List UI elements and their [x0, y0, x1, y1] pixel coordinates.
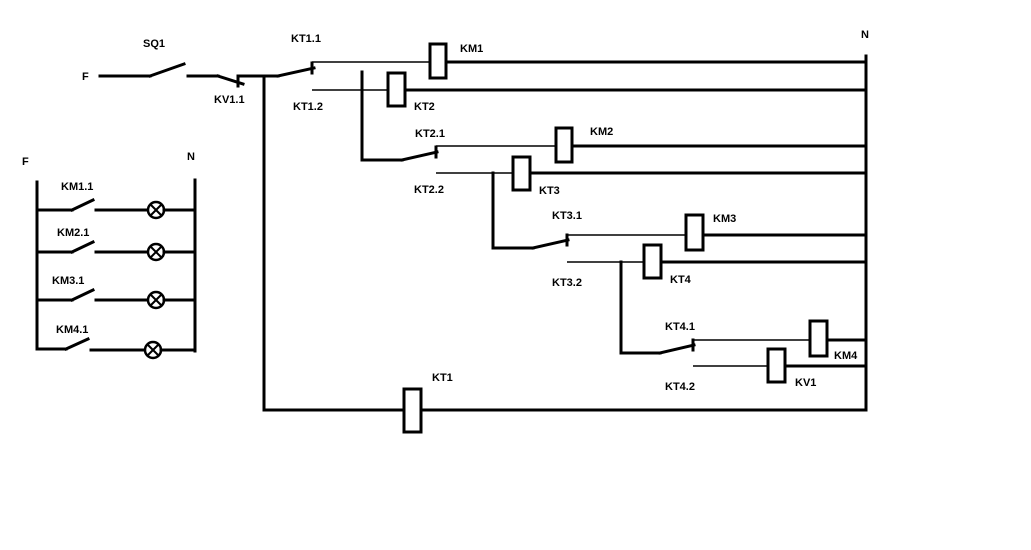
km2-label: KM2	[590, 126, 613, 138]
kt3-label: KT3	[539, 185, 560, 197]
kt3-1-label: KT3.1	[552, 210, 582, 222]
kt4-2-label: KT4.2	[665, 381, 695, 393]
kv1-label: KV1	[795, 377, 816, 389]
phase-label-main: F	[82, 71, 89, 83]
kt1-2-label: KT1.2	[293, 101, 323, 113]
sq1-switch-blade	[148, 62, 186, 78]
km4-label: KM4	[834, 350, 858, 362]
lamp3-icon	[146, 290, 166, 310]
phase-label-lamps: F	[22, 156, 29, 168]
kt4-label: KT4	[670, 274, 692, 286]
km3-1-label: KM3.1	[52, 275, 84, 287]
km4-1-label: KM4.1	[56, 324, 88, 336]
kt1-1-switch-blade	[276, 66, 316, 78]
km3-coil	[684, 213, 705, 252]
kt4-1-switch-blade	[658, 343, 696, 355]
km2-1-contact-blade	[70, 240, 95, 254]
km3-1-contact-blade	[70, 288, 95, 302]
kt1-1-label: KT1.1	[291, 33, 321, 45]
kt2-coil	[386, 71, 407, 108]
kt2-1-label: KT2.1	[415, 128, 445, 140]
kt3-1-switch-blade	[531, 238, 570, 250]
kt3-2-label: KT3.2	[552, 277, 582, 289]
kt1-label: KT1	[432, 372, 453, 384]
km4-1-contact-blade	[64, 337, 90, 351]
kt1-coil	[402, 387, 423, 434]
kt2-1-switch-blade	[400, 150, 439, 162]
neutral-label-main: N	[861, 29, 869, 41]
km1-1-label: KM1.1	[61, 181, 93, 193]
lamp4-icon	[143, 340, 163, 360]
kv1-coil	[766, 347, 787, 384]
kt3-coil	[511, 155, 532, 192]
km3-label: KM3	[713, 213, 736, 225]
kt2-2-label: KT2.2	[414, 184, 444, 196]
lamp2-icon	[146, 242, 166, 262]
km1-1-contact-blade	[70, 198, 95, 212]
main-control-circuit: N F SQ1 KV1.1 KT1.1 KM1 KT1.2 KT2	[82, 29, 869, 434]
kt4-coil	[642, 243, 663, 280]
km1-label: KM1	[460, 43, 483, 55]
kt4-1-label: KT4.1	[665, 321, 695, 333]
sq1-label: SQ1	[143, 38, 165, 50]
km1-coil	[428, 42, 448, 80]
km4-coil	[808, 319, 829, 358]
km2-1-label: KM2.1	[57, 227, 89, 239]
km2-coil	[554, 126, 574, 164]
lamp1-icon	[146, 200, 166, 220]
kv1-1-label: KV1.1	[214, 94, 245, 106]
lamp-circuit: F N KM1.1 KM2.1	[22, 151, 197, 360]
kt2-label: KT2	[414, 101, 435, 113]
neutral-label-lamps: N	[187, 151, 195, 163]
